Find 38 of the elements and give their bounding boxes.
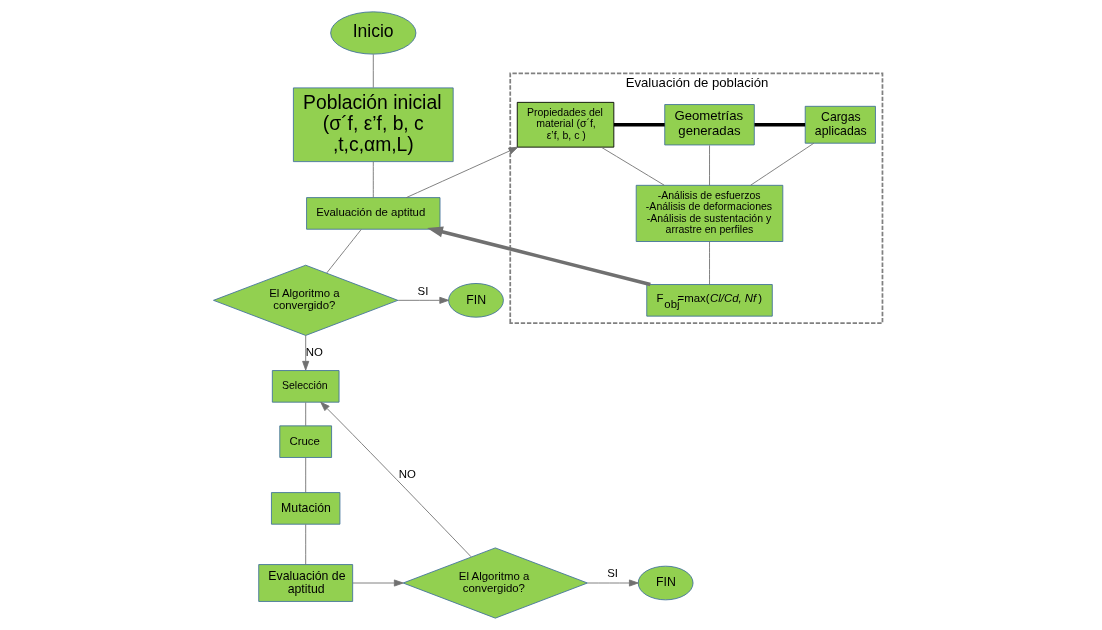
edge-label: NO: [398, 468, 416, 481]
connector: [708, 144, 710, 186]
arrow: [405, 146, 518, 199]
arrow: [426, 226, 651, 287]
connector: [754, 123, 805, 127]
connector: [304, 402, 306, 427]
arrow: [586, 579, 639, 587]
edge-label: SI: [417, 284, 428, 297]
connector: [372, 161, 374, 198]
node-ellipse: FIN: [447, 283, 504, 318]
connector: [372, 53, 374, 89]
arrow: [397, 296, 449, 304]
connector: [600, 146, 665, 186]
arrow: [319, 401, 472, 558]
node-diamond: El Algoritmo a convergido?: [402, 547, 588, 619]
node-box: Evaluación de aptitud: [257, 564, 353, 602]
node-box: Selección: [271, 370, 339, 403]
node-box: Cargas aplicadas: [804, 105, 876, 144]
node-ellipse: Inicio: [329, 11, 416, 55]
connector: [325, 229, 362, 274]
node-box: Propiedades del material (σ´f, ε’f, b, c ): [516, 101, 614, 148]
node-ellipse: FIN: [637, 565, 693, 601]
node-box: Población inicial (σ´f, ε’f, b, c ,t,c,αm,L): [292, 87, 454, 163]
node-box: -Análisis de esfuerzos -Análisis de deformaciones -Análisis de sustentación y arrastre en perfiles: [635, 184, 783, 242]
node-box: Mutación: [270, 492, 340, 525]
arrow: [351, 579, 404, 587]
node-box: Geometrías generadas: [663, 104, 755, 146]
node-box: Evaluación de aptitud: [305, 197, 440, 230]
node-diamond: El Algoritmo a convergido?: [212, 264, 398, 336]
connector: [304, 457, 306, 493]
connector: [304, 523, 306, 565]
edge-label: NO: [305, 345, 323, 358]
connector: [708, 241, 710, 285]
edge-label: SI: [606, 567, 618, 580]
connector: [613, 123, 665, 127]
connector: [749, 142, 814, 186]
node-box: Cruce: [278, 425, 332, 458]
arrow: [301, 335, 309, 371]
